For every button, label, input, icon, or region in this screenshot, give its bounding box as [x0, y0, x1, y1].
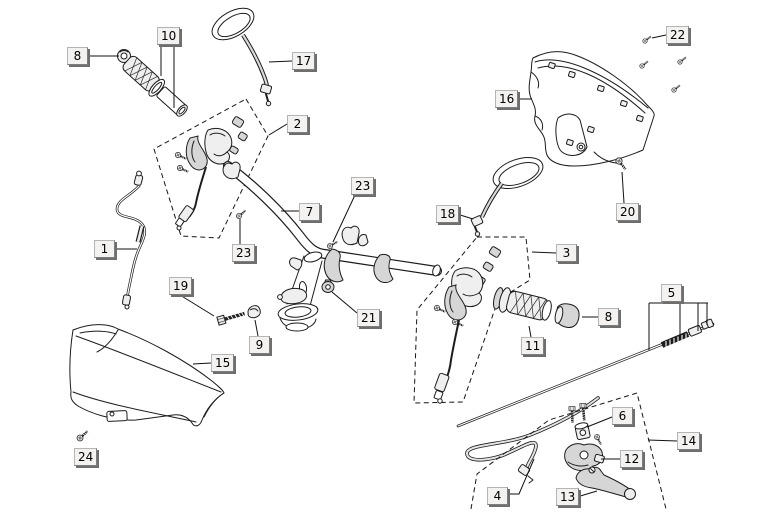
switch-pack-left-drawing [153, 98, 269, 239]
callout-3[interactable]: 3 [556, 244, 577, 262]
callout-18[interactable]: 18 [436, 205, 460, 223]
grip-right-drawing [493, 287, 552, 321]
callout-2[interactable]: 2 [287, 115, 308, 133]
callout-24[interactable]: 24 [74, 448, 98, 466]
switch-pack-right-drawing [413, 236, 531, 404]
rear-cover-drawing [528, 51, 655, 167]
callout-15[interactable]: 15 [211, 354, 235, 372]
callout-17[interactable]: 17 [292, 52, 316, 70]
leader-line-18 [456, 213, 474, 220]
callout-21[interactable]: 21 [357, 309, 381, 327]
callout-20[interactable]: 20 [616, 203, 640, 221]
transmission-cable-drawing [456, 318, 715, 428]
grip-end-cap-left-drawing [117, 49, 131, 63]
leader-line-4 [507, 458, 535, 495]
leader-line-6 [586, 416, 613, 428]
callout-10[interactable]: 10 [157, 27, 181, 45]
mirror-right-drawing [470, 157, 544, 237]
mirror-left-drawing [211, 7, 273, 107]
callout-4[interactable]: 4 [487, 487, 508, 505]
leader-lines [88, 34, 708, 498]
grip-end-cap-right-drawing [554, 303, 580, 329]
leader-line-11 [528, 325, 532, 338]
leader-line-2 [268, 123, 288, 136]
front-cover-drawing [69, 324, 225, 427]
leader-line-20 [621, 171, 625, 204]
flanged-nut-drawing [321, 279, 335, 293]
callout-6[interactable]: 6 [612, 407, 633, 425]
leader-line-19 [179, 294, 215, 317]
callout-8-right[interactable]: 8 [598, 308, 619, 326]
leader-line-15 [192, 362, 212, 365]
leader-line-13 [576, 490, 598, 498]
leader-line-21 [331, 291, 358, 314]
leader-line-14 [647, 439, 678, 442]
cap-nut-drawing [247, 305, 261, 319]
leader-line-9 [254, 319, 259, 337]
lever-assembly-box-drawing [470, 392, 667, 510]
handlebar-drawing [222, 161, 442, 332]
leader-line-17 [268, 60, 293, 63]
callout-5[interactable]: 5 [661, 284, 682, 302]
callout-23-left[interactable]: 23 [232, 244, 256, 262]
callout-9[interactable]: 9 [249, 336, 270, 354]
leader-line-23-right [332, 194, 356, 243]
throttle-cable-drawing [115, 170, 147, 310]
leader-line-3 [531, 251, 557, 254]
callout-23-right[interactable]: 23 [351, 177, 375, 195]
callout-8-left[interactable]: 8 [67, 47, 88, 65]
callout-11[interactable]: 11 [521, 337, 545, 355]
callout-7[interactable]: 7 [299, 203, 320, 221]
callout-12[interactable]: 12 [620, 450, 644, 468]
throttle-grip-drawing [122, 55, 188, 117]
lower-cable-drawing [465, 396, 600, 484]
callout-14[interactable]: 14 [677, 432, 701, 450]
callout-19[interactable]: 19 [169, 277, 193, 295]
callout-13[interactable]: 13 [556, 488, 580, 506]
callout-1[interactable]: 1 [94, 240, 115, 258]
callout-16[interactable]: 16 [495, 90, 519, 108]
leader-line-22 [651, 34, 667, 39]
callout-22[interactable]: 22 [666, 26, 690, 44]
